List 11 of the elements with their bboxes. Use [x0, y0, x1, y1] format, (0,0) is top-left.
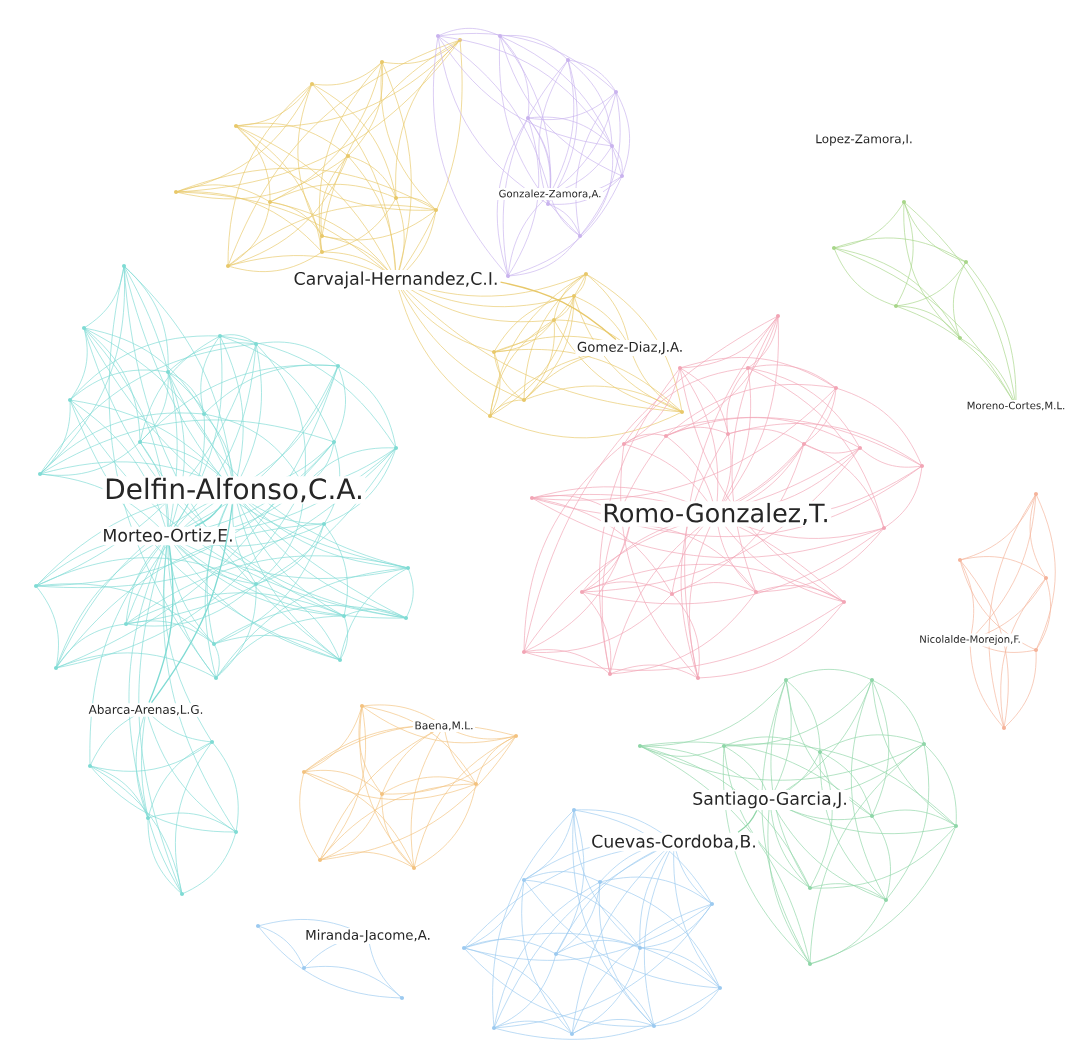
link-line [194, 503, 223, 527]
link-line [150, 503, 233, 704]
author-label: Morteo-Ortiz,E. [100, 526, 236, 546]
link-line [737, 809, 758, 833]
author-label: Romo-Gonzalez,T. [600, 501, 832, 527]
link-line [148, 545, 174, 704]
author-label: Santiago-Garcia,J. [690, 790, 850, 810]
link-line [499, 281, 617, 341]
author-label: Cuevas-Cordoba,B. [589, 832, 759, 852]
author-label: Carvajal-Hernandez,C.I. [292, 270, 501, 290]
author-label: Delfin-Alfonso,C.A. [102, 476, 366, 504]
